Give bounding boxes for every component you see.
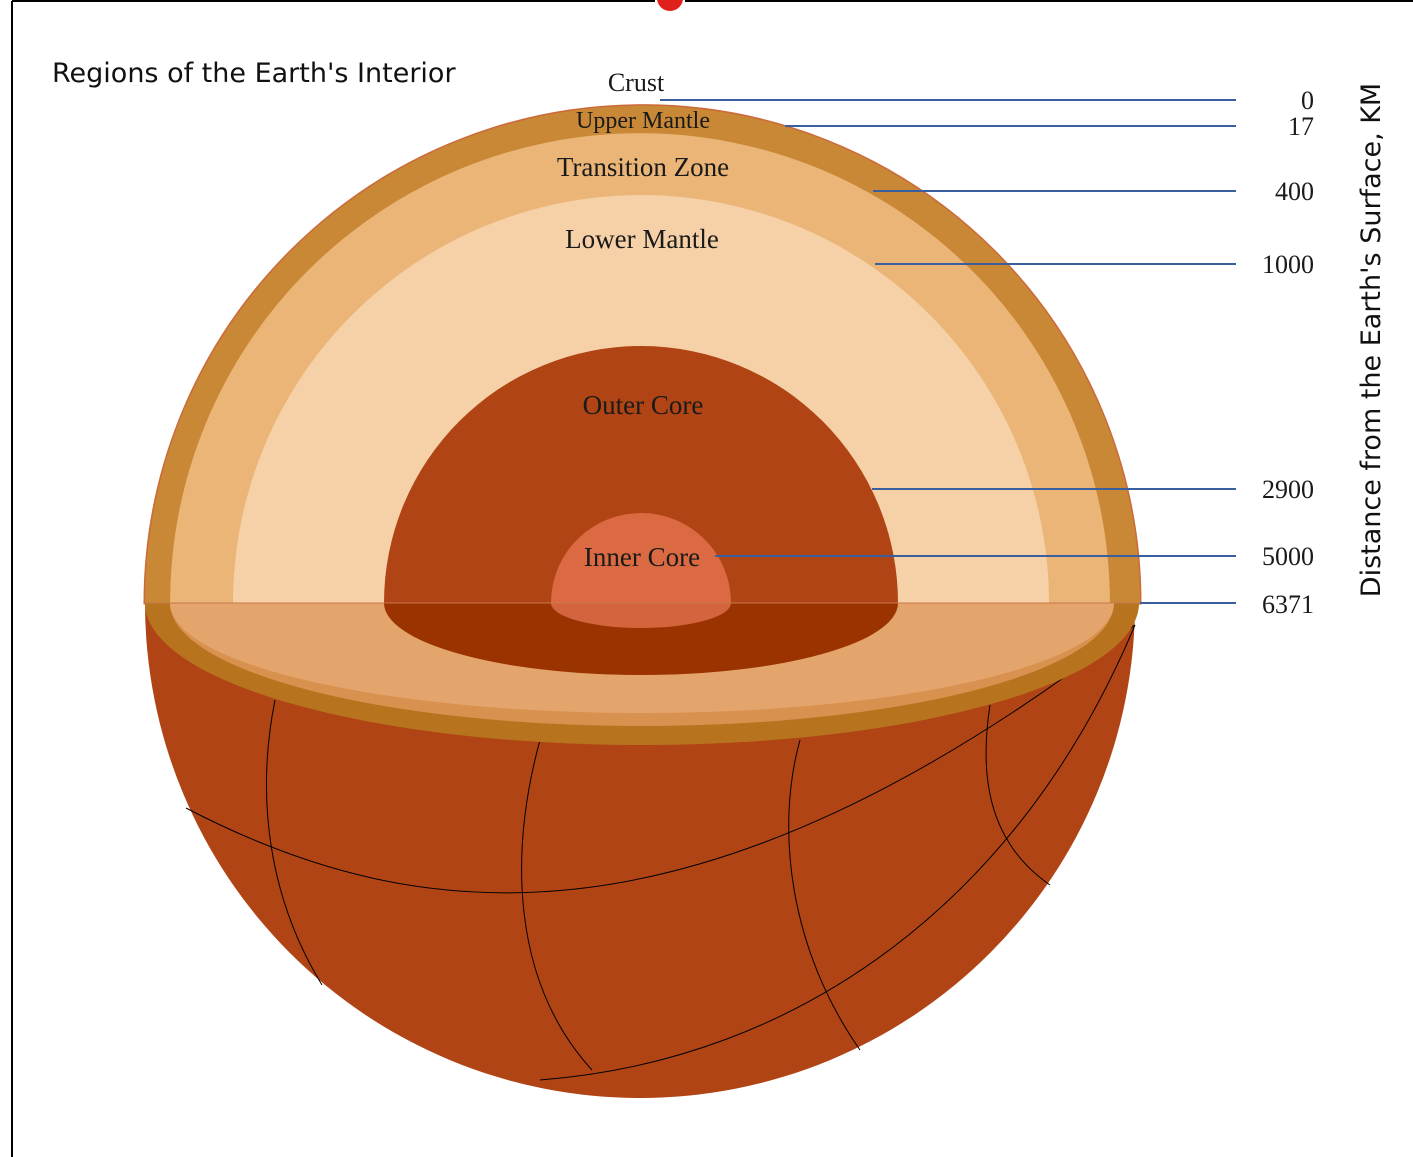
top-marker-dot (657, 0, 683, 11)
layer-label-upper-mantle: Upper Mantle (576, 108, 710, 134)
depth-label-17: 17 (1288, 112, 1314, 141)
depth-axis-label: Distance from the Earth's Surface, KM (1356, 83, 1387, 597)
layer-label-inner-core: Inner Core (584, 542, 700, 572)
layer-label-outer-core: Outer Core (583, 390, 704, 420)
layer-label-crust: Crust (608, 68, 665, 97)
diagram-title: Regions of the Earth's Interior (52, 58, 456, 89)
leader-lines (660, 99, 1236, 604)
upper-inner-core-restore (551, 513, 731, 603)
depth-label-2900: 2900 (1262, 475, 1314, 504)
depth-label-5000: 5000 (1262, 542, 1314, 571)
upper-outer-core-restore (384, 346, 898, 603)
layer-label-lower-mantle: Lower Mantle (565, 224, 719, 254)
depth-label-1000: 1000 (1262, 250, 1314, 279)
sphere-grid-lines (185, 624, 1136, 1081)
depth-label-400: 400 (1275, 177, 1314, 206)
sphere-lower-hemisphere (145, 603, 1135, 1098)
depth-label-0: 0 (1301, 86, 1314, 115)
layer-label-transition-zone: Transition Zone (557, 152, 729, 182)
depth-label-6371: 6371 (1262, 590, 1314, 619)
